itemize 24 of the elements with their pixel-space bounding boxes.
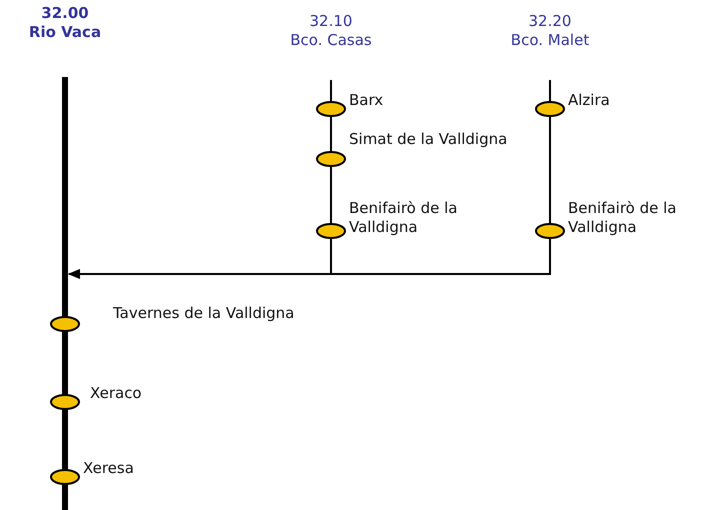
river-name: Bco. Malet — [510, 31, 590, 50]
river-line — [549, 80, 551, 102]
river-line — [330, 116, 332, 152]
river-name: Rio Vaca — [28, 23, 102, 42]
river-line — [62, 409, 68, 470]
place-label: Simat de la Valldigna — [349, 130, 508, 149]
tributary-arrow — [68, 238, 551, 279]
river-line — [330, 166, 332, 224]
place-label: Tavernes de la Valldigna — [113, 304, 296, 323]
river-code: 32.20 — [528, 12, 572, 31]
place-label: Benifairò de la Valldigna — [349, 199, 458, 237]
river-code: 32.10 — [308, 12, 354, 31]
place-label: Benifairò de la Valldigna — [568, 199, 678, 237]
river-line — [549, 116, 551, 224]
place-label: Xeraco — [90, 384, 143, 403]
river-line — [330, 80, 332, 102]
river-line — [62, 331, 68, 395]
river-name: Bco. Casas — [289, 31, 373, 50]
place-label: Alzira — [568, 91, 611, 110]
river-code: 32.00 — [40, 4, 90, 23]
river-line — [62, 77, 68, 317]
place-label: Xeresa — [83, 459, 135, 478]
river-line — [62, 484, 68, 510]
place-label: Barx — [349, 91, 384, 110]
